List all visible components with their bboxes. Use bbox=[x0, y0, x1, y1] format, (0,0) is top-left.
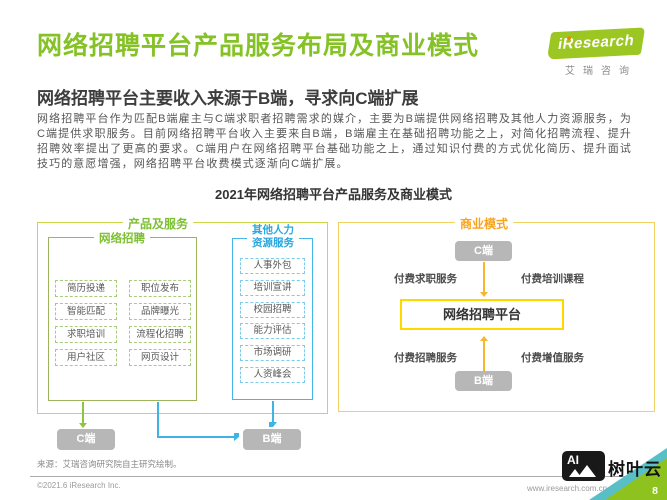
arrow-right-icon bbox=[234, 433, 239, 441]
source-note: 来源：艾瑞咨询研究院自主研究绘制。 bbox=[37, 459, 182, 469]
recruit-item: 品牌曝光 bbox=[129, 303, 191, 320]
recruit-item: 流程化招聘 bbox=[129, 326, 191, 343]
recruit-item: 简历投递 bbox=[55, 280, 117, 297]
products-services-label: 产品及服务 bbox=[122, 215, 194, 232]
arrow-down-icon bbox=[79, 423, 87, 428]
page-number: 8 bbox=[652, 485, 658, 497]
page-title: 网络招聘平台产品服务布局及商业模式 bbox=[37, 32, 480, 60]
business-b-end-chip: B端 bbox=[455, 371, 512, 391]
corner-green-triangle bbox=[605, 458, 667, 500]
flow-recruit-to-c-line bbox=[82, 402, 84, 424]
other-hr-item: 市场调研 bbox=[240, 345, 305, 361]
website-url: www.iresearch.com.cn bbox=[527, 484, 608, 493]
iresearch-logo-flag: iResearch bbox=[546, 27, 646, 60]
fee-job-seeking-label: 付费求职服务 bbox=[394, 273, 457, 285]
iresearch-logo: iResearch 艾瑞咨询 bbox=[546, 27, 646, 77]
recruit-item: 求职培训 bbox=[55, 326, 117, 343]
fee-recruiting-label: 付费招聘服务 bbox=[394, 352, 457, 364]
flow-recruit-to-b-vline bbox=[157, 402, 159, 438]
other-hr-label-line2: 资源服务 bbox=[252, 237, 294, 249]
arrow-down-icon bbox=[480, 292, 488, 297]
other-hr-label: 其他人力 资源服务 bbox=[247, 224, 299, 250]
watermark-brand-text: 树叶云 bbox=[608, 460, 662, 479]
recruit-item: 智能匹配 bbox=[55, 303, 117, 320]
footer-divider bbox=[30, 476, 637, 477]
arrow-b-to-platform-line bbox=[483, 341, 485, 371]
fee-training-label: 付费培训课程 bbox=[521, 273, 584, 285]
recruit-item: 用户社区 bbox=[55, 349, 117, 366]
recruit-item: 网页设计 bbox=[129, 349, 191, 366]
intro-paragraph: 网络招聘平台作为匹配B端雇主与C端求职者招聘需求的媒介，主要为B端提供网络招聘及… bbox=[37, 113, 632, 170]
other-hr-item: 校园招聘 bbox=[240, 302, 305, 318]
copyright-text: ©2021.6 iResearch Inc. bbox=[37, 481, 121, 490]
business-model-label: 商业模式 bbox=[454, 215, 514, 232]
other-hr-item: 能力评估 bbox=[240, 323, 305, 339]
mountain-icon bbox=[578, 465, 596, 477]
iresearch-brand-cn: 艾瑞咨询 bbox=[565, 66, 637, 77]
arrow-up-icon bbox=[480, 336, 488, 341]
arrow-c-to-platform-line bbox=[483, 262, 485, 292]
other-hr-item: 人事外包 bbox=[240, 258, 305, 274]
other-hr-item: 人资峰会 bbox=[240, 367, 305, 383]
other-hr-item: 培训宣讲 bbox=[240, 280, 305, 296]
flow-recruit-to-b-hline bbox=[157, 436, 235, 438]
network-recruit-label: 网络招聘 bbox=[94, 230, 150, 246]
watermark-ai-text: AI bbox=[567, 453, 579, 467]
recruit-item: 职位发布 bbox=[129, 280, 191, 297]
other-hr-label-line1: 其他人力 bbox=[252, 224, 294, 236]
business-c-end-chip: C端 bbox=[455, 241, 512, 261]
watermark-logo: AI bbox=[562, 451, 605, 481]
page-subtitle: 网络招聘平台主要收入来源于B端，寻求向C端扩展 bbox=[37, 89, 419, 108]
platform-box: 网络招聘平台 bbox=[400, 299, 564, 330]
iresearch-brand-text: iResearch bbox=[556, 31, 636, 54]
products-b-end-chip: B端 bbox=[243, 429, 301, 450]
mountain-icon bbox=[569, 469, 581, 477]
flow-otherhr-to-b-line bbox=[272, 401, 274, 423]
arrow-down-icon bbox=[269, 422, 277, 427]
fee-value-added-label: 付费增值服务 bbox=[521, 352, 584, 364]
products-c-end-chip: C端 bbox=[57, 429, 115, 450]
figure-title: 2021年网络招聘平台产品服务及商业模式 bbox=[215, 187, 452, 202]
